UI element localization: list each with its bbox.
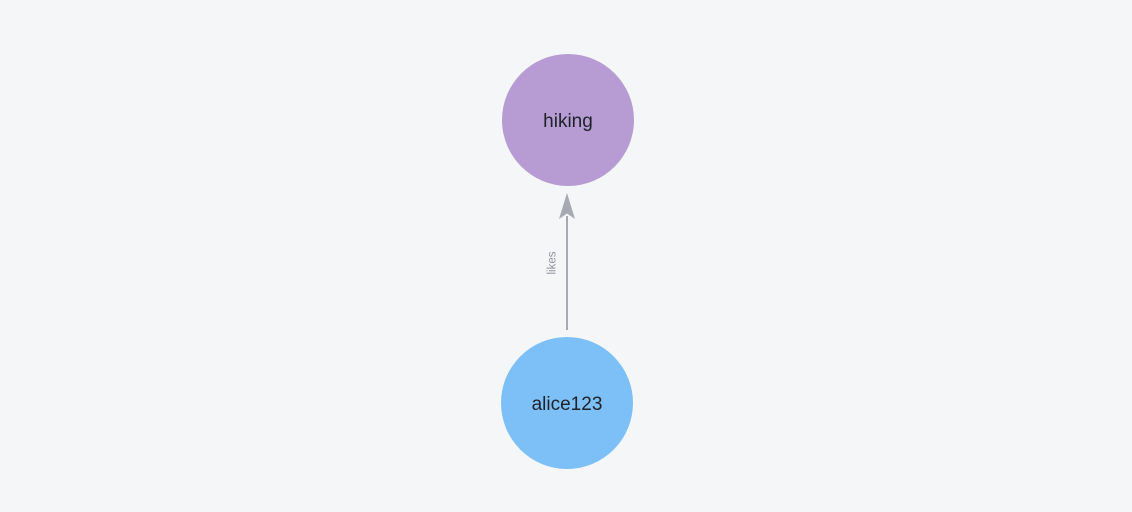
node-hiking[interactable]: hiking bbox=[502, 54, 634, 186]
node-alice123-label: alice123 bbox=[532, 394, 603, 415]
node-hiking-circle[interactable] bbox=[502, 54, 634, 186]
node-alice123[interactable]: alice123 bbox=[501, 337, 633, 469]
edge-alice123-likes-hiking[interactable]: likes bbox=[547, 193, 576, 330]
node-hiking-label: hiking bbox=[543, 111, 593, 132]
edge-label: likes bbox=[547, 251, 559, 274]
edge-arrowhead-icon[interactable] bbox=[559, 193, 575, 219]
node-alice123-circle[interactable] bbox=[501, 337, 633, 469]
